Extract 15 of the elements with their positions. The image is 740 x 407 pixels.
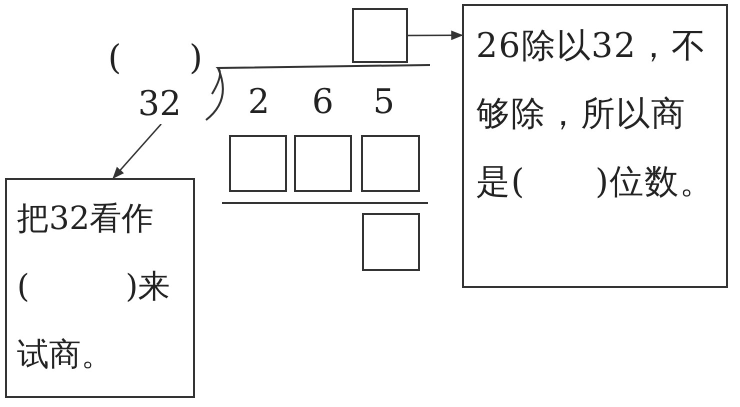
hint-box xyxy=(462,4,728,288)
answer-box xyxy=(352,8,408,63)
blank-parentheses: ( ) xyxy=(108,38,203,78)
answer-box xyxy=(361,135,420,192)
hint-box xyxy=(5,178,195,398)
arrow xyxy=(408,30,464,40)
hint-text: 把32看作( )来试商。 xyxy=(17,198,171,375)
dividend-digit: 6 xyxy=(312,82,334,122)
arrow xyxy=(112,124,162,179)
answer-box xyxy=(229,135,287,192)
dividend-digit: 2 xyxy=(248,82,270,122)
answer-box xyxy=(294,135,352,192)
answer-box xyxy=(362,213,420,271)
hint-text: 26除以32，不够除，所以商是( )位数。 xyxy=(476,25,716,204)
dividend-digit: 5 xyxy=(373,82,395,122)
